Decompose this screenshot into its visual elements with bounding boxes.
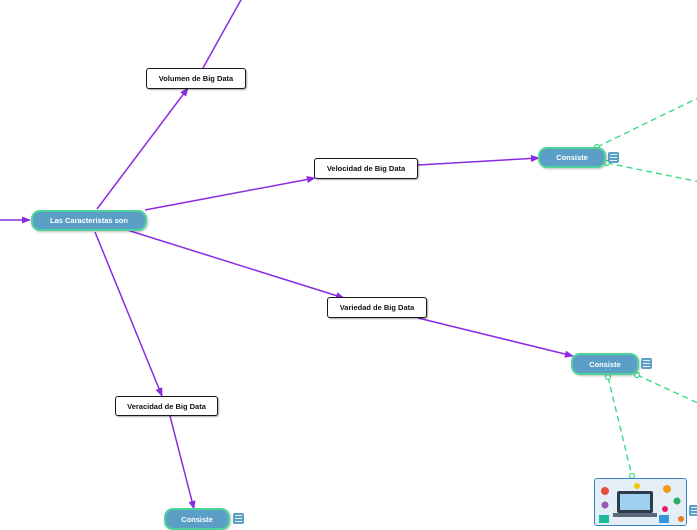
connector-root-veracidad	[94, 231, 163, 397]
node-veracidad[interactable]: Veracidad de Big Data	[115, 396, 218, 416]
note-icon[interactable]	[641, 358, 652, 369]
node-volumen[interactable]: Volumen de Big Data	[146, 68, 246, 89]
node-consiste-velocidad[interactable]: Consiste	[538, 147, 606, 168]
dashed-link-3	[636, 374, 697, 404]
dashed-link-2	[606, 162, 697, 183]
link-handle[interactable]	[604, 373, 612, 381]
node-velocidad[interactable]: Velocidad de Big Data	[314, 158, 418, 179]
connector-root-variedad	[126, 229, 345, 300]
note-icon[interactable]	[689, 505, 697, 516]
link-handle[interactable]	[633, 371, 641, 379]
note-icon[interactable]	[233, 513, 244, 524]
connector-velocidad-consiste	[417, 154, 540, 166]
dashed-link-4	[607, 376, 633, 477]
node-consiste-veracidad[interactable]: Consiste	[164, 508, 230, 530]
node-variedad[interactable]: Variedad de Big Data	[327, 297, 427, 318]
image-thumbnail	[595, 479, 686, 525]
note-icon[interactable]	[608, 152, 619, 163]
image-thumbnail-node[interactable]	[594, 478, 687, 526]
connector-veracidad-consiste	[169, 415, 196, 510]
dashed-link-1	[596, 97, 697, 148]
connector-root-velocidad	[144, 175, 316, 211]
connector-root-volumen	[96, 87, 189, 210]
connector-volumen-up	[202, 0, 242, 69]
root-node[interactable]: Las Caracteristas son	[31, 210, 147, 231]
node-consiste-variedad[interactable]: Consiste	[571, 353, 639, 375]
connector-variedad-consiste	[417, 317, 574, 358]
